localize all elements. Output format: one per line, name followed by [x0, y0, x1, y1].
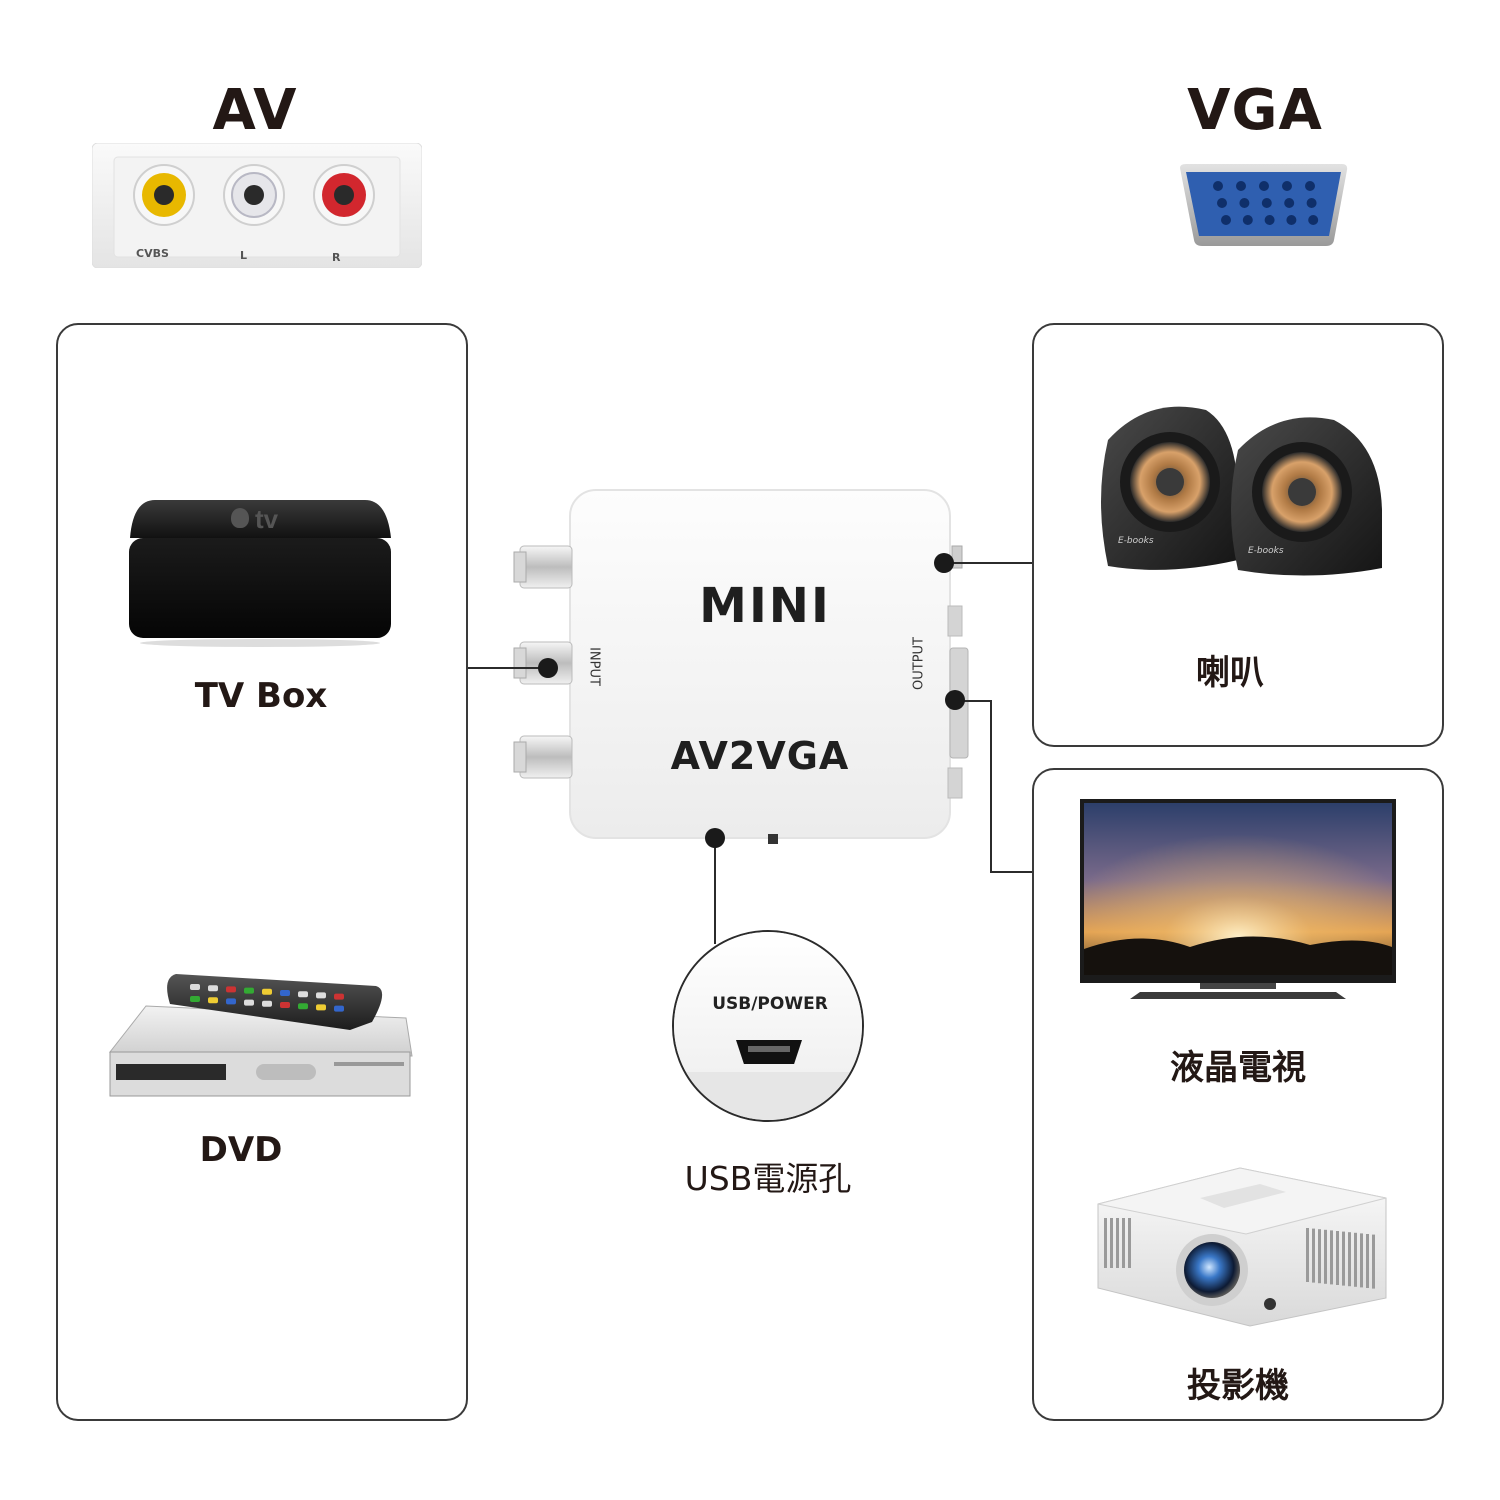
vga-heading: VGA: [1187, 78, 1323, 143]
dvd-image: [106, 966, 418, 1111]
speaker-brand-right: E-books: [1248, 546, 1284, 556]
dvd-label: DVD: [199, 1130, 283, 1170]
vga-port-image: [1176, 162, 1352, 248]
mini-usb-port-icon: [736, 1040, 802, 1064]
audio-connection-dot: [934, 553, 954, 573]
lcd-tv-label: 液晶電視: [1170, 1048, 1306, 1088]
projector-image: [1090, 1158, 1390, 1328]
adapter-model: AV2VGA: [670, 734, 850, 778]
rca-input-top: [513, 545, 573, 589]
audio-wire: [944, 562, 1032, 564]
rca-white-jack: [223, 164, 285, 226]
usb-port-label: USB/POWER: [712, 994, 828, 1014]
output-label: OUTPUT: [911, 637, 927, 690]
tv-box-image: tv: [125, 498, 395, 648]
av-port-image: CVBS L R: [91, 142, 423, 269]
cvbs-label: CVBS: [136, 247, 169, 260]
video-wire-v: [990, 700, 992, 873]
input-connection-dot: [538, 658, 558, 678]
tv-logo-text: tv: [255, 504, 279, 534]
input-label: INPUT: [586, 647, 602, 686]
av-heading: AV: [212, 78, 298, 143]
rca-red-jack: [313, 164, 375, 226]
tv-box-label: TV Box: [194, 676, 328, 716]
usb-port-zoom: USB/POWER: [672, 930, 864, 1122]
adapter-brand: MINI: [699, 578, 831, 634]
input-devices-panel: [56, 323, 468, 1421]
usb-connection-dot: [705, 828, 725, 848]
projector-label: 投影機: [1187, 1366, 1289, 1406]
av2vga-adapter: MINI AV2VGA INPUT OUTPUT: [512, 488, 972, 850]
r-label: R: [332, 251, 341, 264]
input-wire: [468, 667, 546, 669]
apple-icon: [231, 508, 249, 528]
video-wire-h2: [990, 871, 1032, 873]
video-wire-h1: [954, 700, 992, 702]
speaker-brand-left: E-books: [1118, 536, 1154, 546]
rca-input-bottom: [513, 735, 573, 779]
l-label: L: [240, 249, 248, 262]
speakers-image: E-books E-books: [1088, 400, 1388, 580]
rca-yellow-jack: [133, 164, 195, 226]
lcd-tv-image: [1080, 799, 1396, 1005]
usb-power-label: USB電源孔: [684, 1159, 852, 1198]
speaker-label: 喇叭: [1196, 653, 1264, 693]
usb-wire: [714, 842, 716, 944]
video-connection-dot: [945, 690, 965, 710]
